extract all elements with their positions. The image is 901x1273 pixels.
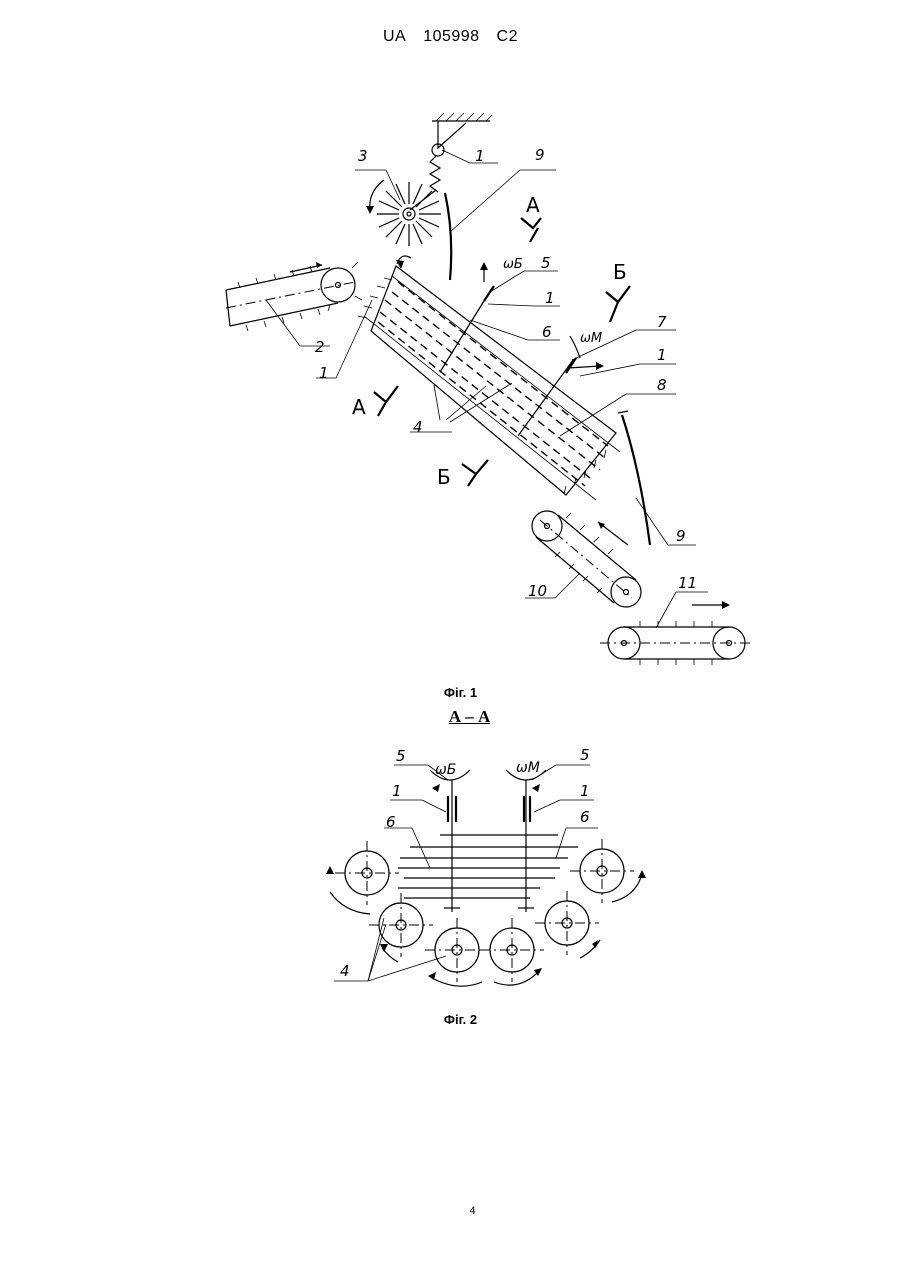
fig2-caption: Фіг. 2 bbox=[0, 1012, 901, 1027]
fig2-layers bbox=[398, 835, 578, 898]
fig1-drawing: 1 3 9 А ωБ 5 Б 1 6 ωM 7 1 8 2 1 А 4 Б 9 … bbox=[226, 113, 752, 665]
fig1-label-1a: 1 bbox=[475, 147, 485, 165]
fig2-omega-m: ωM bbox=[516, 760, 540, 776]
fig2-label-5b: 5 bbox=[580, 746, 590, 764]
fig2-rollers bbox=[326, 839, 646, 986]
fig1-section-a-top: А bbox=[526, 193, 540, 217]
shield-plate-bottom bbox=[622, 415, 650, 545]
leader-lines bbox=[266, 150, 708, 628]
feed-conveyor bbox=[226, 262, 362, 331]
fig2-label-1a: 1 bbox=[392, 782, 402, 800]
fig2-leader-lines bbox=[334, 765, 598, 981]
section-a-bottom-mark bbox=[374, 386, 398, 402]
section-b-top-mark bbox=[606, 286, 630, 302]
fig1-section-a-bottom: А bbox=[352, 395, 366, 419]
fig1-omega-b: ωБ bbox=[503, 257, 523, 272]
fig1-label-1c: 1 bbox=[657, 346, 667, 364]
discharge-conveyor bbox=[532, 511, 641, 607]
fig1-section-b-top: Б bbox=[613, 260, 627, 284]
fig2-label-6b: 6 bbox=[580, 808, 590, 826]
fig1-label-10: 10 bbox=[528, 582, 547, 600]
brush-drum bbox=[366, 180, 441, 246]
fig1-label-8: 8 bbox=[657, 376, 667, 394]
fig1-section-b-bottom: Б bbox=[437, 465, 451, 489]
fig1-label-1b: 1 bbox=[545, 289, 555, 307]
rotor-housing bbox=[358, 256, 620, 500]
fig1-label-7: 7 bbox=[657, 313, 667, 331]
fig2-label-4: 4 bbox=[340, 962, 350, 980]
page-number: 4 bbox=[0, 1205, 901, 1217]
fig1-label-9b: 9 bbox=[676, 527, 686, 545]
fig1-label-6: 6 bbox=[542, 323, 552, 341]
fig2-label-1b: 1 bbox=[580, 782, 590, 800]
fig2-omega-b: ωБ bbox=[435, 762, 456, 778]
fig1-caption: Фіг. 1 bbox=[0, 685, 901, 700]
fig1-label-11: 11 bbox=[678, 574, 697, 592]
shield-plate-top bbox=[445, 193, 451, 280]
fig1-label-1d: 1 bbox=[319, 364, 329, 382]
output-conveyor bbox=[600, 601, 752, 665]
fig1-label-4: 4 bbox=[413, 418, 423, 436]
fig1-label-5: 5 bbox=[541, 254, 551, 272]
fig2-drawing: 5 ωБ ωM 5 1 1 6 6 4 bbox=[326, 746, 646, 986]
fig2-label-6a: 6 bbox=[386, 813, 396, 831]
fig1-label-9a: 9 bbox=[535, 146, 545, 164]
fig1-omega-m: ωM bbox=[580, 331, 602, 346]
fig2-section-title: А – А bbox=[0, 707, 901, 727]
fig2-label-5a: 5 bbox=[396, 747, 406, 765]
section-a-top-mark bbox=[521, 218, 541, 228]
fig1-label-2: 2 bbox=[315, 338, 325, 356]
section-b-bottom-mark bbox=[462, 460, 488, 474]
fig1-label-3: 3 bbox=[358, 147, 368, 165]
